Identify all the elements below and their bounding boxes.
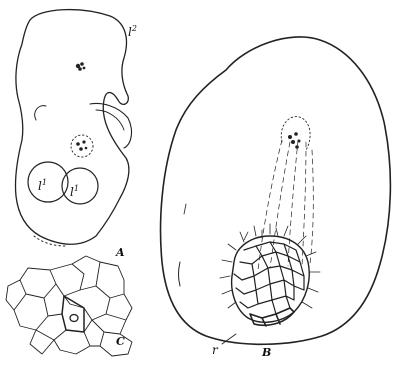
annotation-l1-right: l1 — [70, 184, 79, 199]
panel-b-label: B — [261, 346, 271, 359]
panel-b-nucleus — [288, 132, 301, 149]
panel-c-drawing — [6, 256, 132, 356]
panel-a-outline — [15, 10, 128, 245]
panel-a-nucleus-mid — [76, 140, 87, 150]
panel-c-nucleus — [70, 315, 78, 322]
panel-a-label: A — [115, 246, 125, 259]
panel-b-left-mark — [179, 262, 181, 286]
panel-c-cell-net — [6, 256, 132, 356]
panel-a-flap-inner — [96, 110, 124, 130]
panel-b-cell-cluster — [232, 236, 310, 326]
annotation-l1-left: l1 — [38, 178, 47, 193]
annotation-l1-right-sup: 1 — [74, 184, 79, 193]
annotation-r: r — [212, 343, 219, 357]
panel-b-outline — [161, 37, 391, 344]
panel-b-drawing — [161, 37, 391, 344]
annotation-l2-sup: 2 — [131, 24, 137, 33]
annotation-l2: l2 — [128, 24, 137, 39]
panel-a-nucleus-ring — [71, 135, 93, 157]
panel-a-drawing — [15, 10, 131, 246]
panel-c-label: C — [116, 335, 125, 348]
annotation-l1-left-sup: 1 — [42, 178, 47, 187]
panel-b-cluster-net — [234, 242, 304, 318]
panel-a-crescent — [35, 106, 46, 120]
panel-b-left-mark-2 — [184, 204, 186, 214]
panel-a-nucleus-top — [76, 62, 86, 71]
